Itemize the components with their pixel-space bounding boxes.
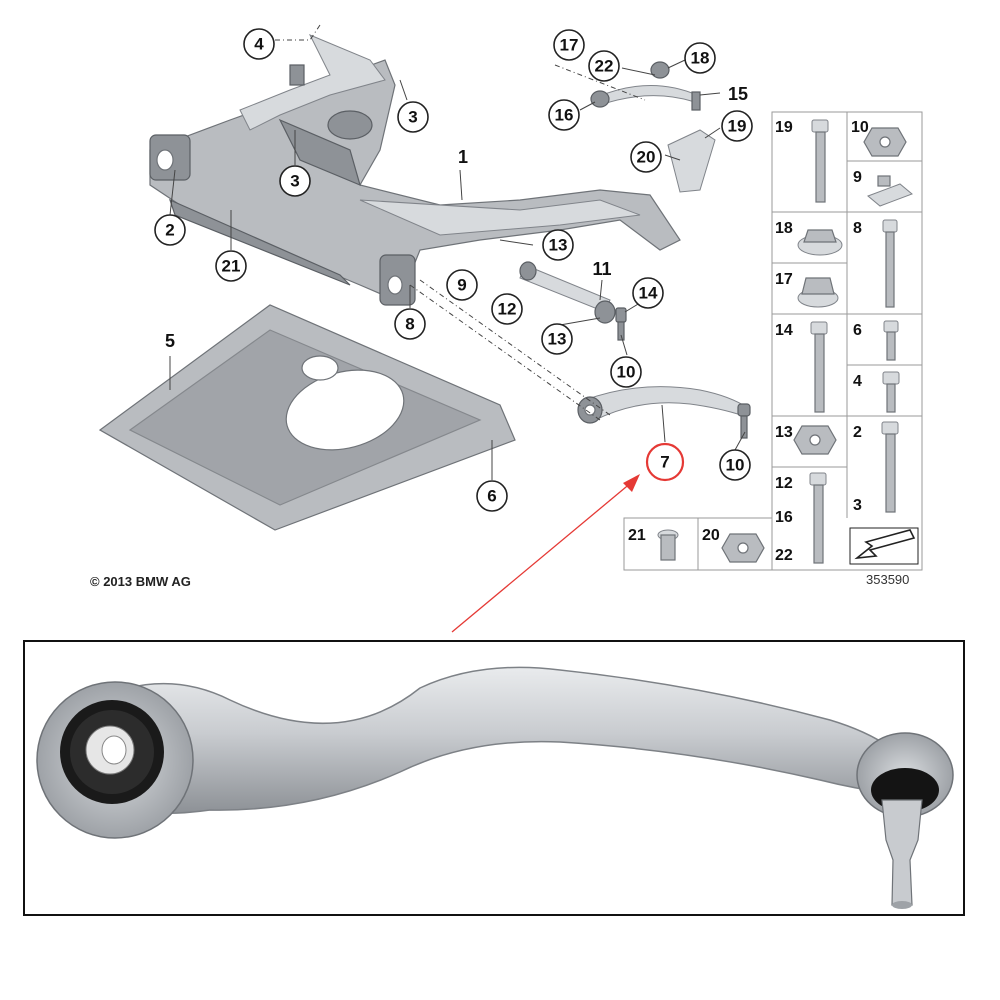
callout-13a: 13 [542, 229, 574, 261]
underbody-panel-illustration [98, 304, 516, 531]
svg-text:13: 13 [549, 236, 568, 255]
svg-text:9: 9 [457, 276, 466, 295]
svg-text:15: 15 [728, 84, 748, 104]
cell-label-22: 22 [775, 547, 793, 564]
clip-nut-9-icon [867, 175, 913, 207]
callout-4: 4 [243, 28, 275, 60]
svg-text:17: 17 [560, 36, 579, 55]
cell-label-10: 10 [851, 119, 869, 136]
reference-number: 353590 [866, 572, 909, 587]
highlight-arrow [451, 481, 633, 633]
cell-label-18: 18 [775, 220, 793, 237]
svg-text:1: 1 [458, 147, 468, 167]
callout-21: 21 [215, 250, 247, 282]
svg-text:18: 18 [691, 49, 710, 68]
cell-label-2: 2 [853, 424, 862, 441]
callout-18: 18 [684, 42, 716, 74]
product-photo-panel [23, 640, 965, 916]
callout-19: 19 [721, 110, 753, 142]
callout-3b: 3 [279, 165, 311, 197]
callout-13b: 13 [541, 323, 573, 355]
svg-text:3: 3 [408, 108, 417, 127]
cell-label-21: 21 [628, 527, 646, 544]
bracket-illustration [667, 129, 716, 193]
bolt-19-icon [811, 119, 829, 203]
cell-label-8: 8 [853, 220, 862, 237]
hardware-table: 19 10 9 18 8 17 14 6 4 13 2 3 12 16 22 2… [623, 111, 923, 571]
bolt-2-3-icon [881, 421, 899, 513]
bolt-6-icon [883, 320, 899, 361]
cell-label-14: 14 [775, 322, 793, 339]
bolt-14-icon [810, 321, 828, 413]
cell-label-13: 13 [775, 424, 793, 441]
cell-label-16: 16 [775, 509, 793, 526]
svg-text:11: 11 [592, 259, 611, 279]
callout-8: 8 [394, 308, 426, 340]
nut-20-icon [721, 533, 765, 563]
bolt-12-16-22-icon [809, 472, 827, 564]
svg-text:16: 16 [555, 106, 574, 125]
svg-text:21: 21 [222, 257, 241, 276]
svg-text:4: 4 [254, 35, 264, 54]
flange-nut-18-icon [797, 229, 843, 256]
callout-group: 1 2 3 3 4 5 6 7 8 9 10 10 11 12 13 13 14… [154, 28, 753, 512]
callout-6: 6 [476, 480, 508, 512]
svg-text:20: 20 [637, 148, 656, 167]
callout-1: 1 [458, 147, 468, 167]
callout-7: 7 [645, 442, 685, 482]
control-arm-small-illustration [577, 386, 751, 439]
bolt-4-icon [882, 371, 900, 413]
cell-label-9: 9 [853, 169, 862, 186]
direction-arrow-icon [849, 527, 919, 565]
svg-text:8: 8 [405, 315, 414, 334]
copyright-text: © 2013 BMW AG [90, 574, 191, 589]
cell-label-20: 20 [702, 527, 720, 544]
subframe-illustration [149, 34, 681, 306]
callout-9: 9 [446, 269, 478, 301]
cell-label-12: 12 [775, 475, 793, 492]
bushing-bore [101, 735, 127, 765]
cell-label-19: 19 [775, 119, 793, 136]
callout-22: 22 [588, 50, 620, 82]
svg-text:3: 3 [290, 172, 299, 191]
callout-16: 16 [548, 99, 580, 131]
svg-text:6: 6 [487, 487, 496, 506]
cell-label-6: 6 [853, 322, 862, 339]
callout-20: 20 [630, 141, 662, 173]
svg-text:14: 14 [639, 284, 658, 303]
svg-text:12: 12 [498, 300, 517, 319]
cell-label-4: 4 [853, 373, 862, 390]
callout-15: 15 [728, 84, 748, 104]
callout-11: 11 [592, 259, 611, 279]
callout-10b: 10 [719, 449, 751, 481]
svg-text:13: 13 [548, 330, 567, 349]
svg-text:10: 10 [726, 456, 745, 475]
highlight-arrowhead [623, 474, 640, 492]
callout-5: 5 [165, 331, 175, 351]
bolt-8-icon [882, 219, 898, 308]
callout-10a: 10 [610, 356, 642, 388]
callout-12: 12 [491, 293, 523, 325]
callout-17: 17 [553, 29, 585, 61]
nut-13-icon [793, 425, 837, 455]
nut-10-icon [863, 127, 907, 157]
svg-text:19: 19 [728, 117, 747, 136]
upper-control-arm-illustration [590, 61, 701, 111]
svg-text:22: 22 [595, 57, 614, 76]
svg-text:7: 7 [660, 453, 669, 472]
flange-nut-17-icon [797, 277, 839, 308]
cell-label-3: 3 [853, 497, 862, 514]
cell-label-17: 17 [775, 271, 793, 288]
traction-strut-illustration [519, 261, 627, 341]
svg-text:5: 5 [165, 331, 175, 351]
svg-text:10: 10 [617, 363, 636, 382]
callout-3a: 3 [397, 101, 429, 133]
sleeve-21-icon [657, 529, 679, 561]
callout-14: 14 [632, 277, 664, 309]
svg-text:2: 2 [165, 221, 174, 240]
callout-2: 2 [154, 214, 186, 246]
leader-lines [169, 24, 746, 480]
